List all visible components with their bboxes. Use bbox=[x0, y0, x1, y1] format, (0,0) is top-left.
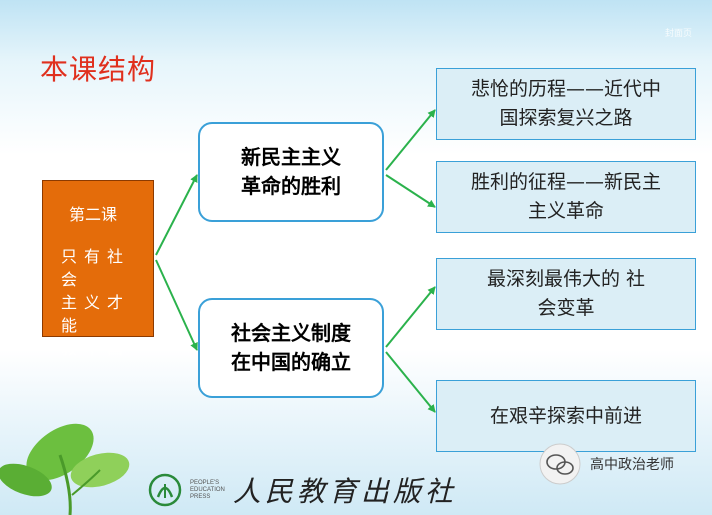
publisher-logo: PEOPLE'S EDUCATION PRESS 人民教育出版社 bbox=[148, 470, 457, 510]
node-victorious-journey: 胜利的征程——新民主 主义革命 bbox=[436, 161, 696, 233]
wechat-watermark: 高中政治老师 bbox=[538, 442, 674, 486]
wechat-icon bbox=[539, 443, 581, 485]
wechat-label: 高中政治老师 bbox=[590, 457, 674, 473]
lesson-subtitle: 只有社会 主义才能 救中国 bbox=[61, 247, 131, 358]
arrow-node-2-to-right-3 bbox=[385, 286, 436, 348]
node-new-democratic-revolution: 新民主主义 革命的胜利 bbox=[198, 122, 384, 222]
lesson-box: 第二课 只有社会 主义才能 救中国 bbox=[42, 180, 154, 358]
node-socialist-system: 社会主义制度 在中国的确立 bbox=[198, 298, 384, 398]
arrow-node-1-to-right-2 bbox=[385, 174, 436, 208]
slide-title: 本课结构 bbox=[40, 53, 157, 86]
arrow-node-2-to-right-4 bbox=[385, 351, 436, 413]
arrow-lesson-to-node-2 bbox=[155, 259, 198, 351]
node-tragic-journey: 悲怆的历程——近代中 国探索复兴之路 bbox=[436, 68, 696, 140]
arrow-lesson-to-node-1 bbox=[155, 174, 198, 256]
pep-emblem-icon bbox=[148, 473, 182, 507]
publisher-english: PEOPLE'S EDUCATION PRESS bbox=[190, 479, 225, 500]
lesson-number: 第二课 bbox=[69, 205, 118, 224]
corner-mark: 封面页 bbox=[664, 29, 692, 39]
publisher-name: 人民教育出版社 bbox=[232, 475, 457, 508]
node-arduous-exploration: 在艰辛探索中前进 bbox=[436, 380, 696, 452]
node-social-transformation: 最深刻最伟大的 社 会变革 bbox=[436, 258, 696, 330]
arrow-node-1-to-right-1 bbox=[385, 109, 436, 171]
